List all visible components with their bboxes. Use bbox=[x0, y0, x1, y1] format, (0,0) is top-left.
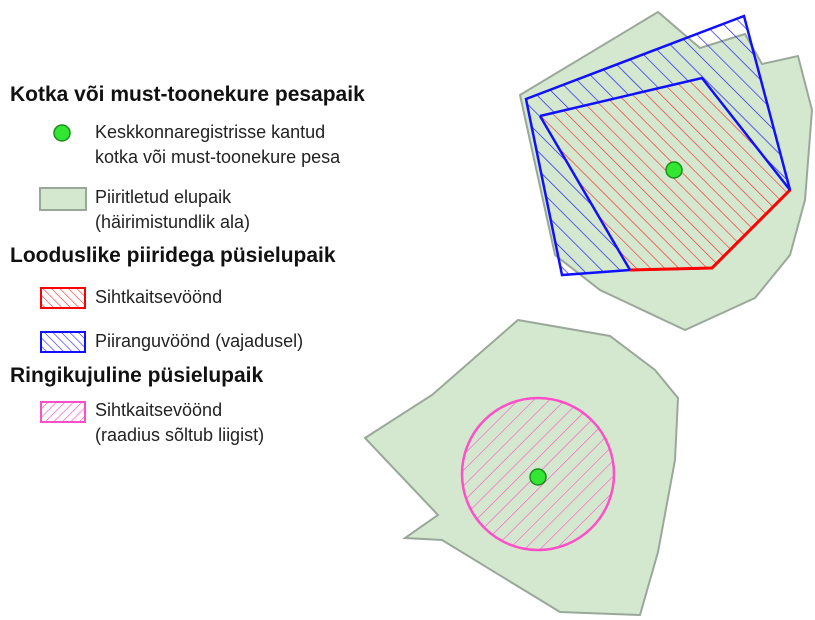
nest-marker-lower bbox=[529, 468, 547, 486]
legend-strict-zone-box bbox=[40, 287, 86, 309]
strict-zone-west-edge bbox=[538, 115, 632, 271]
strict-zone-blue-edge bbox=[539, 76, 791, 191]
strict-zone-outline bbox=[629, 188, 792, 272]
legend-circular-zone-box bbox=[40, 401, 86, 423]
legend-habitat-box bbox=[39, 187, 87, 211]
legend-limited-zone-box bbox=[40, 331, 86, 353]
nest-marker-upper bbox=[665, 161, 683, 179]
legend-nest-dot bbox=[53, 124, 71, 142]
